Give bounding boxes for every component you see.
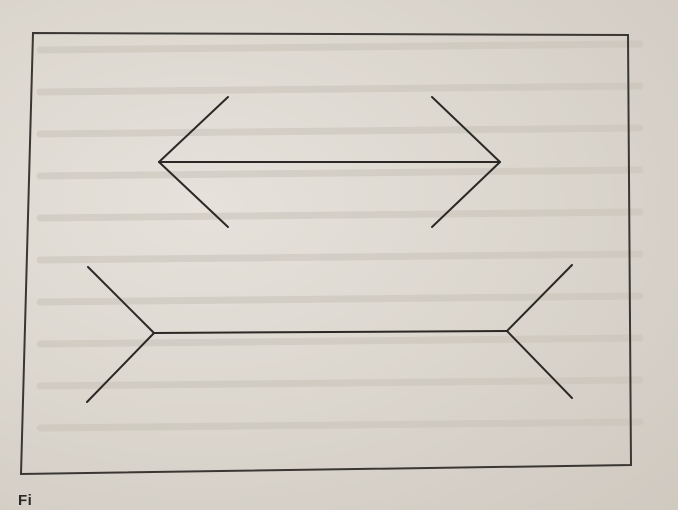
lower-left-fin-top [87,266,155,334]
figure-caption-fragment: Fi [18,492,33,509]
lower-right-fin-top [506,264,573,332]
upper-figure [158,96,501,228]
lower-right-fin-bottom [506,330,573,399]
upper-left-arrow-top [158,96,229,163]
lower-shaft [153,330,508,334]
upper-right-arrow-bottom [431,161,501,228]
lower-figure [86,264,573,403]
upper-left-arrow-bottom [158,161,229,228]
figure-frame [19,31,633,476]
lower-left-fin-bottom [86,332,155,403]
upper-right-arrow-top [431,96,501,163]
